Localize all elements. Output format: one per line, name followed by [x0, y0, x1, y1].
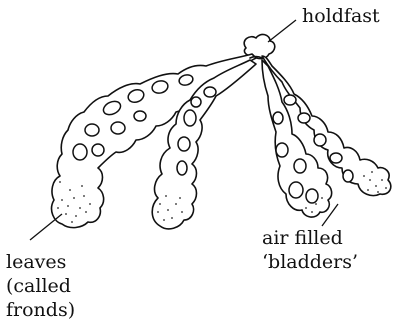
leaves-label-line1: leaves: [6, 251, 66, 273]
leaves-label-line3: fronds): [6, 299, 75, 321]
right-frond: [262, 56, 391, 217]
leaves-label-line2: (called: [6, 275, 71, 297]
leaves-leader: [30, 214, 62, 240]
bladders-label-line2: ‘bladders’: [262, 251, 358, 273]
holdfast-leader: [268, 20, 296, 42]
bladders-label-line1: air filled: [262, 227, 343, 249]
holdfast-label: holdfast: [302, 5, 380, 27]
